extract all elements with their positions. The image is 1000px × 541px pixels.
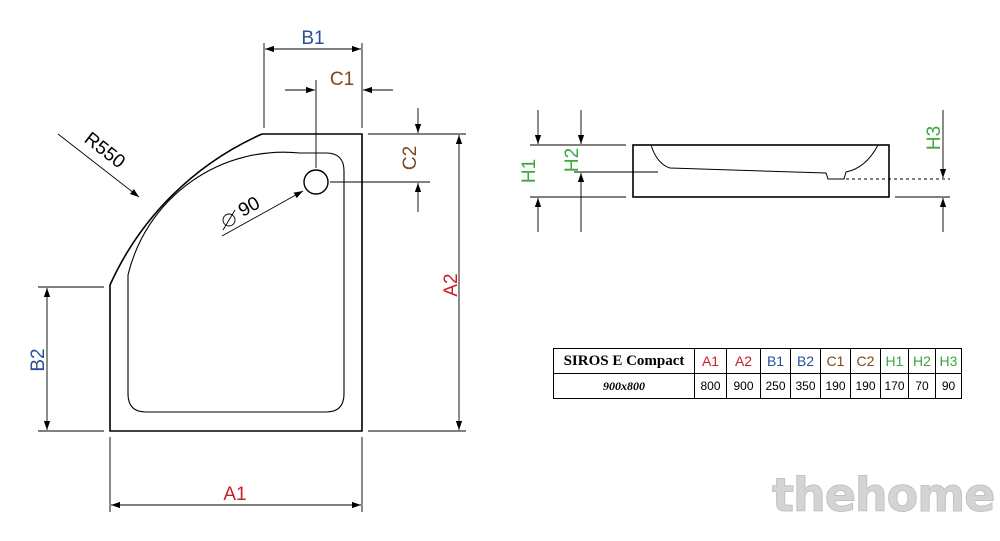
- spec-table: SIROS E Compact A1 A2 B1 B2 C1 C2 H1 H2 …: [553, 348, 962, 399]
- label-b2: B2: [28, 348, 49, 371]
- value-h1: 170: [880, 373, 909, 399]
- header-b1: B1: [760, 348, 791, 374]
- watermark-logo: thehome: [771, 468, 995, 523]
- drain-circle: [303, 169, 329, 195]
- label-h1: H1: [519, 159, 540, 183]
- basin-profile: [650, 144, 879, 180]
- value-a2: 900: [726, 373, 761, 399]
- spec-table-header-row: SIROS E Compact A1 A2 B1 B2 C1 C2 H1 H2 …: [553, 348, 962, 374]
- label-drain: 90: [235, 193, 264, 222]
- basin-outline: [127, 151, 345, 413]
- header-c2: C2: [850, 348, 881, 374]
- label-b1: B1: [301, 28, 324, 49]
- radius-leader: [57, 133, 140, 198]
- header-h1: H1: [880, 348, 909, 374]
- value-c1: 190: [820, 373, 851, 399]
- header-a2: A2: [726, 348, 761, 374]
- header-c1: C1: [820, 348, 851, 374]
- label-c2: C2: [400, 146, 421, 170]
- spec-table-values-row: 900x800 800 900 250 350 190 190 170 70 9…: [553, 373, 962, 399]
- model-name: SIROS E Compact: [553, 348, 695, 374]
- header-a1: A1: [694, 348, 727, 374]
- value-h2: 70: [908, 373, 936, 399]
- diameter-symbol: [222, 213, 236, 227]
- label-a1: A1: [223, 484, 246, 505]
- value-b2: 350: [790, 373, 821, 399]
- drain-leader: [221, 190, 304, 237]
- diameter-symbol: [222, 209, 236, 231]
- value-h3: 90: [935, 373, 962, 399]
- value-a1: 800: [694, 373, 727, 399]
- label-a2: A2: [441, 273, 462, 296]
- top-view: B1 C1 C2 A2 A1 B2 R550 90: [28, 28, 466, 512]
- side-view: H1 H2 H3: [519, 110, 950, 232]
- header-b2: B2: [790, 348, 821, 374]
- tray-outline: [109, 133, 363, 432]
- label-h2: H2: [562, 148, 583, 172]
- tray-profile: [632, 144, 890, 198]
- header-h2: H2: [908, 348, 936, 374]
- label-h3: H3: [924, 126, 945, 150]
- value-c2: 190: [850, 373, 881, 399]
- label-radius: R550: [80, 128, 129, 173]
- model-size: 900x800: [553, 373, 695, 399]
- header-h3: H3: [935, 348, 962, 374]
- value-b1: 250: [760, 373, 791, 399]
- label-c1: C1: [330, 69, 354, 90]
